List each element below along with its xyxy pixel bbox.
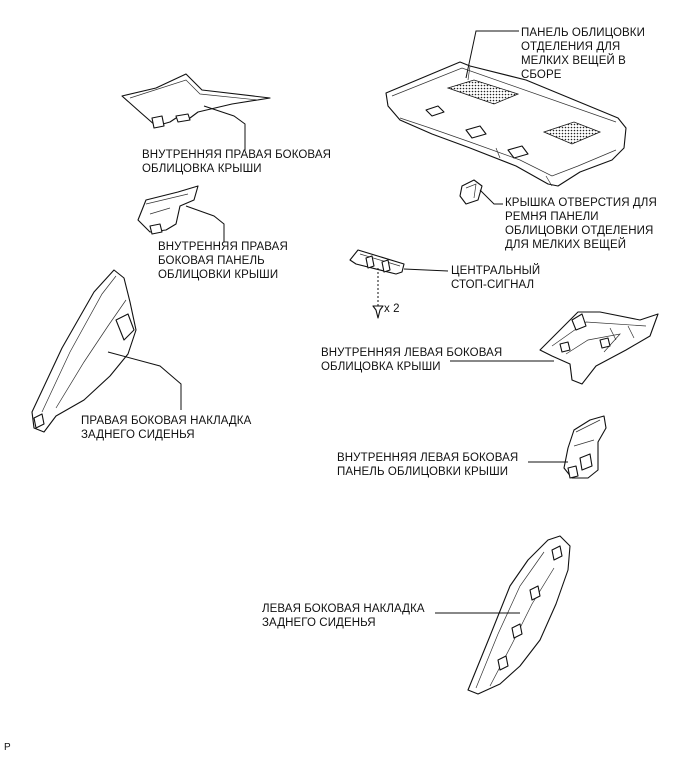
stop-lamp-leader [403, 268, 449, 272]
lh-roof-side-inner-garnish-label: ВНУТРЕННЯЯ ЛЕВАЯ БОКОВАЯ ОБЛИЦОВКА КРЫШИ [321, 347, 503, 373]
lh-rear-seat-side-garnish-label: ЛЕВАЯ БОКОВАЯ НАКЛАДКА ЗАДНЕГО СИДЕНЬЯ [262, 603, 425, 629]
rh-rear-seat-garnish-leader [107, 351, 182, 410]
rh-roof-side-inner-garnish-part [121, 73, 271, 129]
belt-hole-cover-label: КРЫШКА ОТВЕРСТИЯ ДЛЯ РЕМНЯ ПАНЕЛИ ОБЛИЦО… [505, 197, 657, 251]
lh-rear-seat-side-garnish-part [467, 535, 571, 695]
rh-roof-side-inner-trim-board-label: ВНУТРЕННЯЯ ПРАВАЯ БОКОВАЯ ПАНЕЛЬ ОБЛИЦОВ… [158, 241, 288, 281]
belt-hole-cover-leader [479, 189, 503, 205]
rh-rear-seat-side-garnish-part [31, 269, 137, 433]
screw-quantity-label: x 2 [384, 303, 400, 315]
screw-icon [372, 305, 384, 319]
package-tray-trim-part [385, 61, 627, 187]
center-stop-lamp-part [349, 249, 405, 275]
belt-hole-cover-part [459, 179, 483, 205]
rh-roof-side-inner-trim-board-part [137, 185, 199, 235]
lh-roof-side-inner-trim-board-label: ВНУТРЕННЯЯ ЛЕВАЯ БОКОВАЯ ПАНЕЛЬ ОБЛИЦОВК… [337, 452, 519, 478]
package-tray-trim-label: ПАНЕЛЬ ОБЛИЦОВКИ ОТДЕЛЕНИЯ ДЛЯ МЕЛКИХ ВЕ… [521, 27, 645, 81]
rh-trim-board-leader [185, 205, 225, 242]
package-tray-leader [465, 30, 519, 79]
lh-roof-side-inner-trim-board-part [563, 415, 607, 479]
figure-code-label: P [4, 742, 11, 753]
center-stop-lamp-label: ЦЕНТРАЛЬНЫЙ СТОП-СИГНАЛ [451, 265, 541, 291]
rh-rear-seat-side-garnish-label: ПРАВАЯ БОКОВАЯ НАКЛАДКА ЗАДНЕГО СИДЕНЬЯ [81, 415, 252, 441]
rh-roof-side-inner-garnish-label: ВНУТРЕННЯЯ ПРАВАЯ БОКОВАЯ ОБЛИЦОВКА КРЫШ… [142, 149, 331, 175]
lh-roof-side-inner-garnish-part [539, 311, 659, 385]
rh-roof-garnish-leader [203, 105, 246, 150]
